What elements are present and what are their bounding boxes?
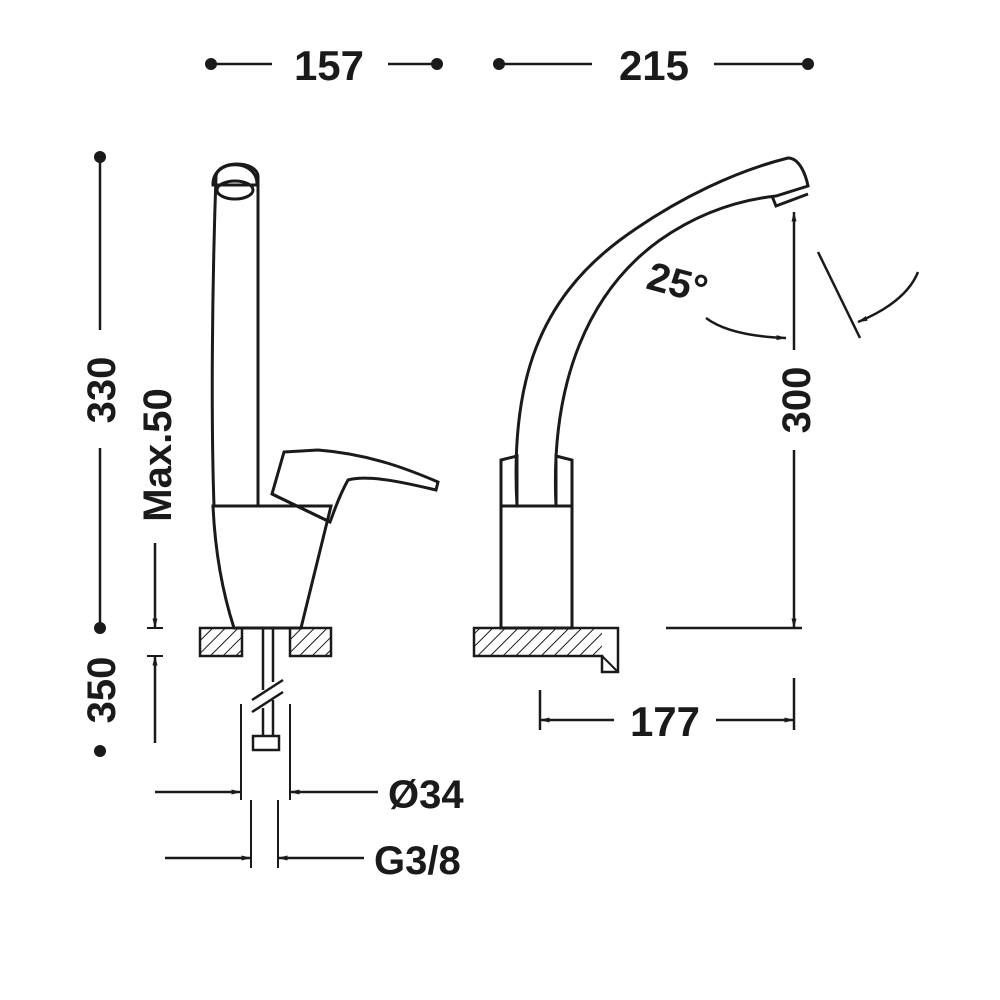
dim-dot xyxy=(94,622,106,634)
dim-label-diameter: Ø34 xyxy=(388,773,464,817)
handle-joint xyxy=(271,492,331,524)
spout-side xyxy=(514,156,810,508)
dim-label-177: 177 xyxy=(630,698,700,745)
base-collar-left xyxy=(499,454,519,508)
base-collar-right xyxy=(554,454,574,508)
dim-dot xyxy=(431,58,443,70)
side-view-faucet xyxy=(472,156,810,674)
dimension-thread: G3/8 xyxy=(165,839,461,883)
dim-label-350: 350 xyxy=(80,657,124,724)
dim-label-215: 215 xyxy=(619,42,689,89)
break-line xyxy=(251,678,284,702)
dimension-215: 215 xyxy=(493,42,814,89)
dimension-300: 300 xyxy=(666,211,819,630)
front-view-faucet xyxy=(198,162,440,868)
dim-label-thread: G3/8 xyxy=(374,839,461,883)
dimension-157: 157 xyxy=(205,42,443,89)
faucet-body-front xyxy=(211,504,333,630)
supply-nut xyxy=(251,734,281,752)
countertop-section-left xyxy=(198,626,244,658)
dim-label-157: 157 xyxy=(294,42,364,89)
dim-dot xyxy=(94,745,106,757)
faucet-base-side xyxy=(499,504,574,630)
angle-arrow-right xyxy=(857,271,920,324)
countertop-outline xyxy=(472,626,620,674)
dimension-177: 177 xyxy=(538,678,796,745)
dimension-max50: Max.50 xyxy=(136,388,180,743)
angle-arrow-left xyxy=(705,316,787,341)
dim-label-330: 330 xyxy=(80,357,124,424)
dim-label-max50: Max.50 xyxy=(136,388,180,521)
dimension-330: 330 xyxy=(80,151,124,634)
angle-ref-line xyxy=(816,251,862,339)
countertop-section-right xyxy=(288,626,333,658)
column-aerator xyxy=(215,179,255,201)
faucet-column-front xyxy=(210,162,260,508)
spout-tip xyxy=(770,192,809,208)
column-cap xyxy=(211,163,259,187)
countertop-edge xyxy=(601,655,619,673)
lever-handle-front xyxy=(270,448,440,525)
countertop-section-side xyxy=(474,628,602,656)
break-line xyxy=(251,690,284,714)
dim-label-300: 300 xyxy=(775,367,819,434)
dim-label-angle: 25° xyxy=(642,254,712,312)
dimension-25-degrees: 25° xyxy=(642,251,920,341)
dimension-diameter-34: Ø34 xyxy=(155,773,464,817)
dim-dot xyxy=(802,58,814,70)
dimension-350: 350 xyxy=(80,657,124,757)
